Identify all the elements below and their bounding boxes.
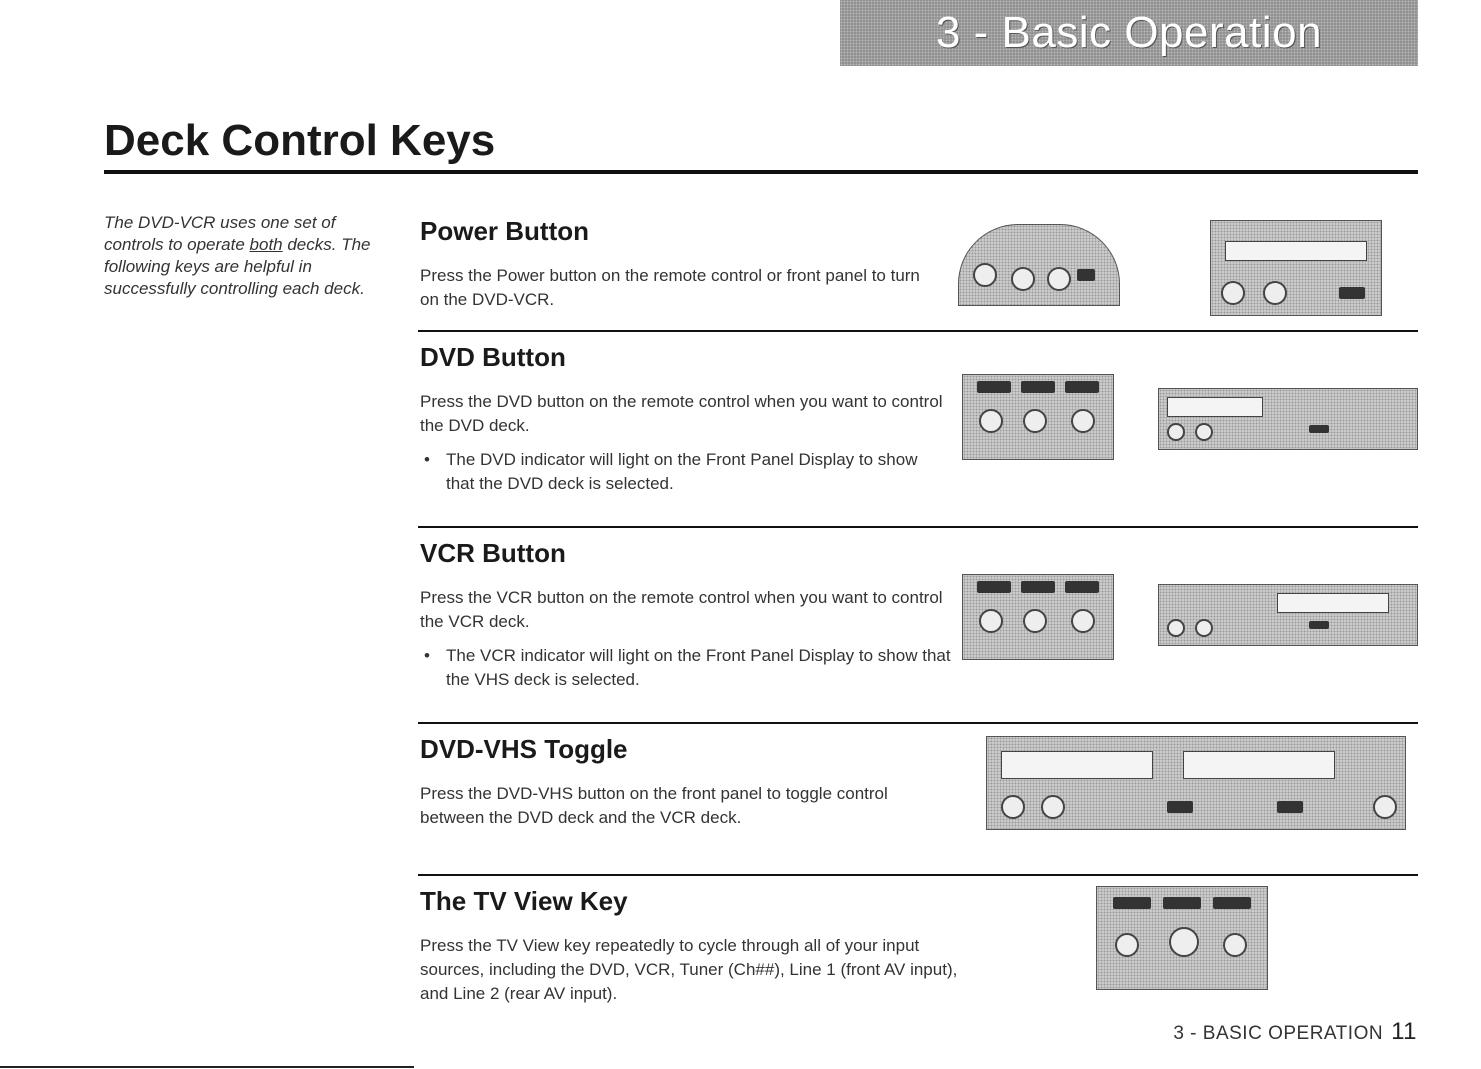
remote-control-icon xyxy=(958,224,1120,306)
section-dvd-button: DVD Button Press the DVD button on the r… xyxy=(418,330,1418,526)
bullet-dot: • xyxy=(424,450,430,469)
section-rule xyxy=(418,874,1418,876)
section-rule xyxy=(418,526,1418,528)
section-rule xyxy=(418,722,1418,724)
bullet-text: The VCR indicator will light on the Fron… xyxy=(446,646,951,689)
section-body: Press the VCR button on the remote contr… xyxy=(420,588,943,631)
section-heading: VCR Button xyxy=(420,538,566,568)
section-power-button: Power Button Press the Power button on t… xyxy=(418,210,1418,330)
page-number: 11 xyxy=(1391,1018,1417,1045)
title-rule xyxy=(104,170,1418,174)
section-heading: DVD-VHS Toggle xyxy=(420,734,628,764)
front-panel-icon xyxy=(1158,388,1418,450)
intro-text: The DVD-VCR uses one set of controls to … xyxy=(104,212,384,300)
intro-after: decks. The following keys are helpful in… xyxy=(104,235,371,298)
front-panel-icon xyxy=(1210,220,1382,316)
section-rule xyxy=(418,330,1418,332)
remote-control-icon xyxy=(1096,886,1268,990)
bottom-rule xyxy=(0,1066,414,1068)
remote-control-icon xyxy=(962,374,1114,460)
chapter-banner-label: 3 - Basic Operation xyxy=(935,8,1323,57)
section-bullet: • The VCR indicator will light on the Fro… xyxy=(420,644,960,692)
footer-label: 3 - BASIC OPERATION xyxy=(1173,1023,1384,1044)
section-heading: DVD Button xyxy=(420,342,566,372)
bullet-text: The DVD indicator will light on the Fron… xyxy=(446,450,918,493)
section-body: Press the DVD-VHS button on the front pa… xyxy=(420,784,888,827)
bullet-dot: • xyxy=(424,646,430,665)
front-panel-icon xyxy=(986,736,1406,830)
intro-before: The DVD-VCR uses one set of controls to … xyxy=(104,213,336,254)
section-body: Press the DVD button on the remote contr… xyxy=(420,392,943,435)
section-vcr-button: VCR Button Press the VCR button on the r… xyxy=(418,526,1418,722)
front-panel-icon xyxy=(1158,584,1418,646)
section-body: Press the Power button on the remote con… xyxy=(420,266,920,309)
section-dvd-vhs-toggle: DVD-VHS Toggle Press the DVD-VHS button … xyxy=(418,722,1418,874)
page-footer: 3 - BASIC OPERATION 11 xyxy=(1173,1018,1417,1046)
page-title: Deck Control Keys xyxy=(104,116,496,165)
intro-emphasis: both xyxy=(249,235,283,254)
chapter-banner: 3 - Basic Operation xyxy=(840,0,1418,66)
section-tv-view-key: The TV View Key Press the TV View key re… xyxy=(418,874,1418,1014)
section-heading: Power Button xyxy=(420,216,589,246)
section-body: Press the TV View key repeatedly to cycl… xyxy=(420,936,958,1003)
section-heading: The TV View Key xyxy=(420,886,628,916)
remote-control-icon xyxy=(962,574,1114,660)
section-bullet: • The DVD indicator will light on the Fro… xyxy=(420,448,950,496)
